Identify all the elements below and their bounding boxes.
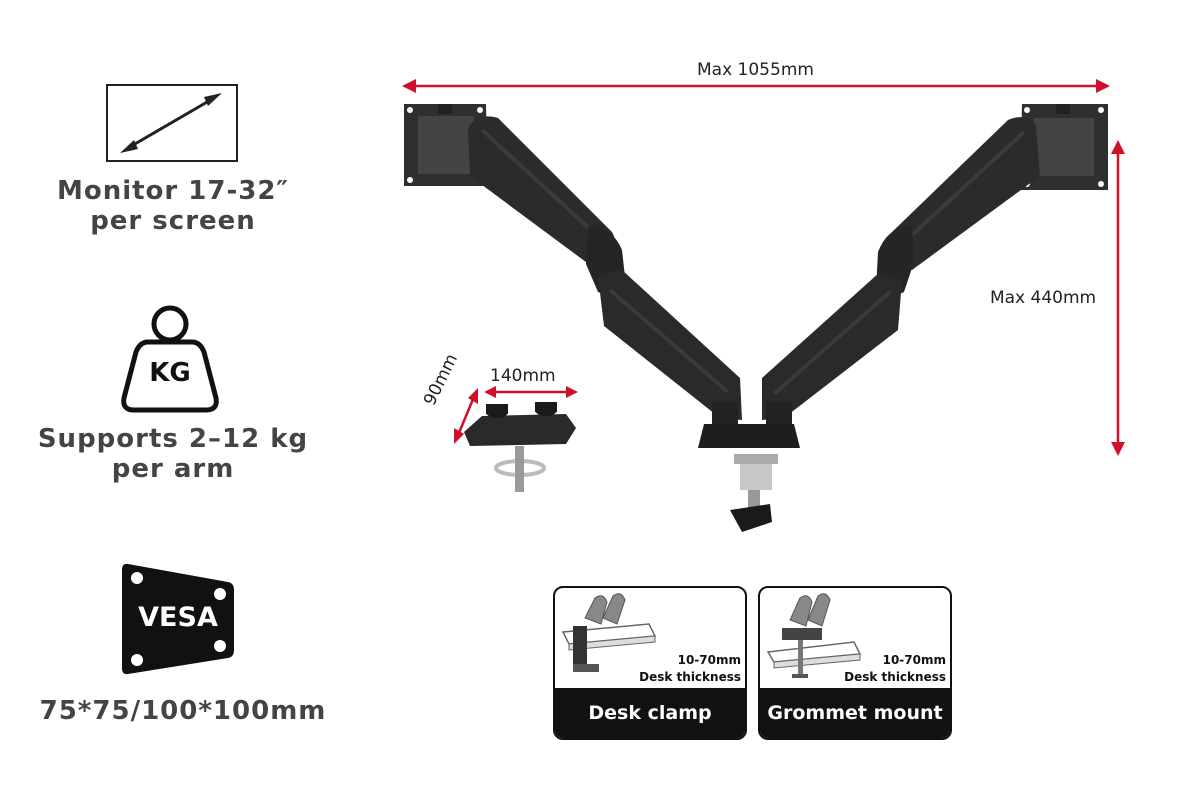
width-dimension-label: Max 1055mm: [697, 60, 814, 80]
grommet-base-detail: [454, 386, 578, 492]
weight-text: Supports 2–12 kg per arm: [37, 424, 309, 484]
right-vesa-plate: [1020, 104, 1108, 190]
height-dimension-label: Max 440mm: [990, 288, 1097, 308]
desk-clamp-icon: [561, 593, 657, 672]
vesa-plate-icon: [122, 563, 234, 675]
desk-clamp-card: 10-70mm Desk thickness Desk clamp: [553, 586, 747, 740]
center-base-clamp: [698, 402, 800, 532]
left-vesa-plate: [404, 104, 488, 186]
monitor-size-icon: [106, 84, 238, 162]
left-upper-arm: [468, 116, 626, 295]
weight-badge: KG: [149, 358, 191, 388]
vesa-text: 75*75/100*100mm: [39, 696, 327, 726]
grommet-mount-icon: [766, 593, 862, 678]
grommet-mount-card: 10-70mm Desk thickness Grommet mount: [758, 586, 952, 740]
base-width-label: 140mm: [490, 366, 556, 386]
left-lower-arm: [598, 270, 742, 420]
vesa-badge: VESA: [138, 602, 218, 633]
weight-icon: [121, 305, 219, 413]
height-dimension-arrow: [1111, 140, 1125, 456]
grommet-mount-thickness: 10-70mm Desk thickness: [844, 653, 946, 684]
desk-clamp-label: Desk clamp: [555, 688, 745, 738]
monitor-size-text: Monitor 17-32″ per screen: [56, 176, 290, 236]
grommet-mount-label: Grommet mount: [760, 688, 950, 738]
right-lower-arm: [762, 272, 902, 420]
width-dimension-arrow: [402, 79, 1110, 93]
desk-clamp-thickness: 10-70mm Desk thickness: [639, 653, 741, 684]
right-upper-arm: [876, 117, 1040, 296]
